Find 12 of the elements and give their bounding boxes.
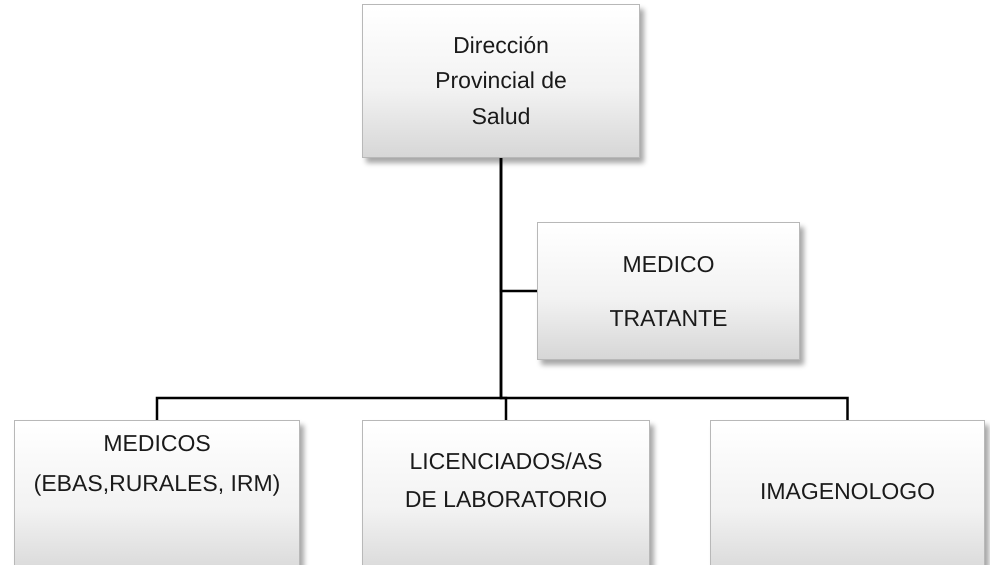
box-label: MEDICO TRATANTE [608, 250, 728, 333]
connector-line [500, 158, 849, 420]
box-label: (EBAS,RURALES, IRM) [34, 469, 280, 498]
box-label: MEDICOS [103, 429, 211, 458]
org-box [362, 420, 650, 565]
box-label: IMAGENOLOGO [760, 477, 936, 506]
org-box [14, 420, 300, 565]
box-label: LICENCIADOS/AS DE LABORATORIO [404, 447, 608, 514]
org-box [537, 222, 800, 360]
org-box [710, 420, 985, 565]
box-label: Dirección Provincial de Salud [434, 30, 568, 131]
org-box [362, 4, 640, 158]
